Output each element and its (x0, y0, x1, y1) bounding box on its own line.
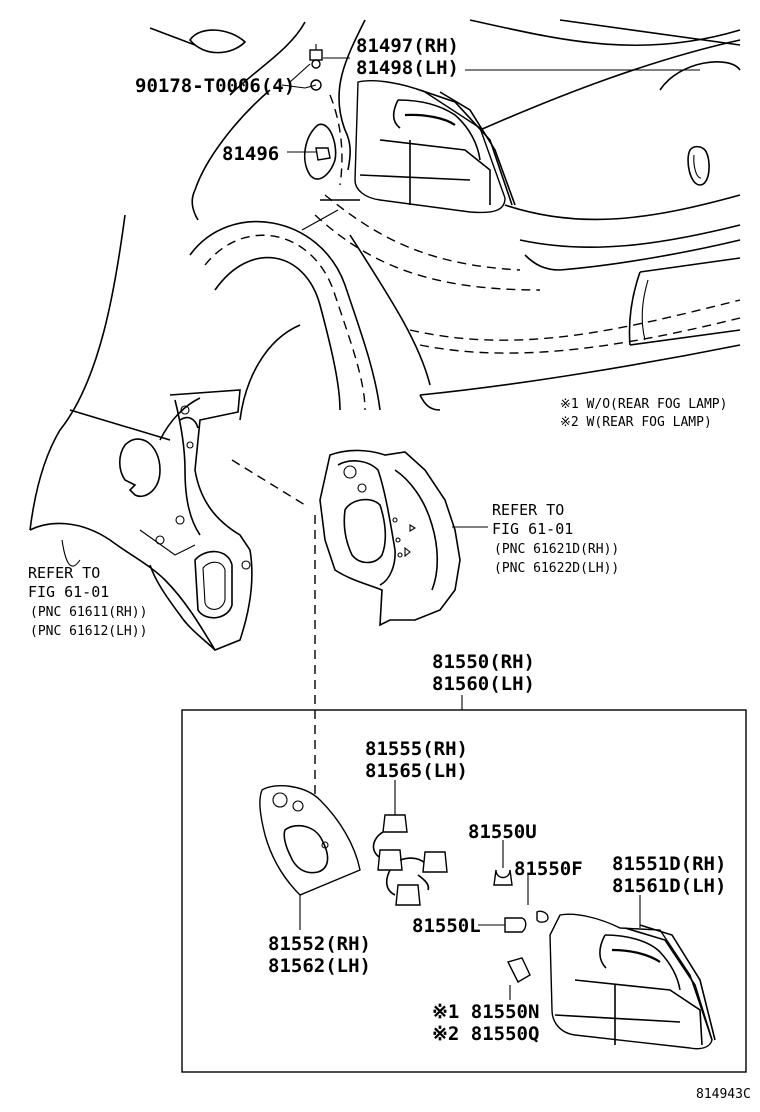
figure-code: 814943C (696, 1087, 751, 1102)
lamp-assembly-81551D (549, 895, 716, 1050)
tail-lamp-installed (354, 80, 516, 214)
label-81496: 81496 (222, 143, 279, 165)
socket-wire-81555 (372, 780, 448, 906)
label-81551D: 81551D(RH) (612, 853, 726, 875)
label-81560: 81560(LH) (432, 673, 535, 695)
label-81562: 81562(LH) (268, 955, 371, 977)
label-81550Q: ※2 81550Q (432, 1023, 539, 1045)
leader-lines-top (61, 57, 700, 567)
note-1: ※1 W/O(REAR FOG LAMP) (560, 397, 727, 412)
bulb-81550L-icon (478, 917, 527, 933)
label-81550F: 81550F (514, 858, 583, 880)
bulb-81550F-icon (527, 875, 549, 923)
ref-right-line1: REFER TO (492, 501, 564, 519)
bulb-81550U-icon (493, 840, 513, 886)
ref-left-line1: REFER TO (28, 564, 100, 582)
label-81498: 81498(LH) (356, 57, 459, 79)
ref-left-line4: (PNC 61612(LH)) (30, 624, 147, 639)
label-81555: 81555(RH) (365, 738, 468, 760)
bulb-81550N-icon (506, 957, 531, 1000)
label-81550L: 81550L (412, 915, 481, 937)
ref-right-line4: (PNC 61622D(LH)) (494, 561, 619, 576)
clip-81496-icon (315, 147, 331, 161)
label-90178: 90178-T0006(4) (135, 75, 295, 97)
exploded-view-box (181, 515, 747, 1073)
note-2: ※2 W(REAR FOG LAMP) (560, 415, 712, 430)
clip-81497-icon (309, 44, 323, 61)
ref-right-line3: (PNC 61621D(RH)) (494, 542, 619, 557)
label-81550U: 81550U (468, 821, 537, 843)
quarter-panel-left (29, 214, 253, 651)
label-81552: 81552(RH) (268, 933, 371, 955)
vehicle-body-outline (149, 19, 741, 506)
gasket-81552 (259, 785, 361, 930)
label-81561D: 81561D(LH) (612, 875, 726, 897)
ref-left-line3: (PNC 61611(RH)) (30, 605, 147, 620)
ref-right-line2: FIG 61-01 (492, 520, 573, 538)
rear-panel-center (319, 449, 461, 627)
label-81550N: ※1 81550N (432, 1001, 539, 1023)
label-81550: 81550(RH) (432, 651, 535, 673)
label-81565: 81565(LH) (365, 760, 468, 782)
label-81497: 81497(RH) (356, 35, 459, 57)
ref-left-line2: FIG 61-01 (28, 583, 109, 601)
